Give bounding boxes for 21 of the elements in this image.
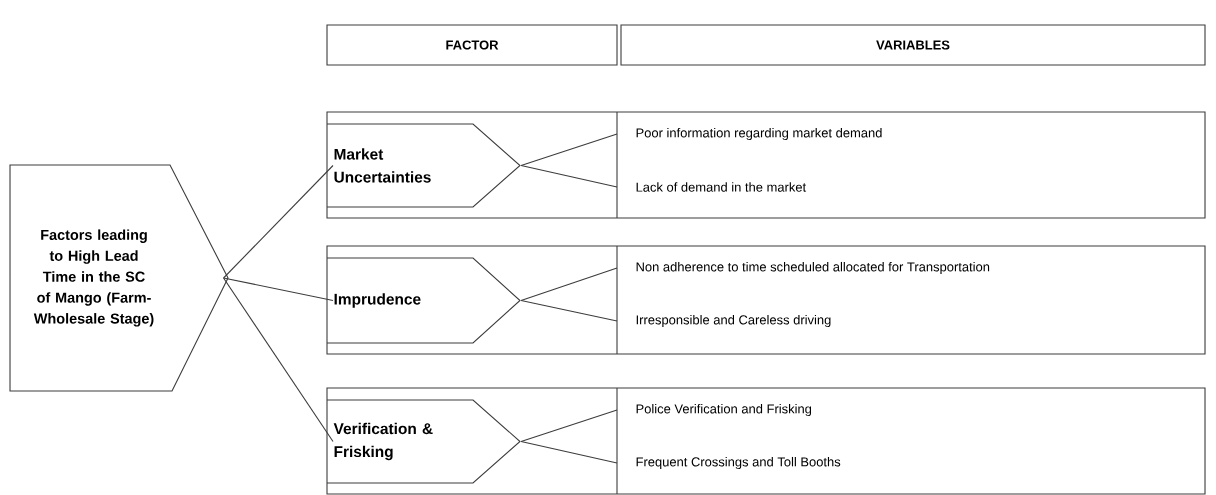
connector-line xyxy=(223,277,334,443)
row-box xyxy=(326,111,1206,219)
connector-line xyxy=(520,440,618,464)
variable-text: Irresponsible and Careless driving xyxy=(636,314,831,328)
variable-text: Frequent Crossings and Toll Booths xyxy=(636,456,841,470)
connector-line xyxy=(223,164,334,279)
variable-text: Non adherence to time scheduled allocated for Transportation xyxy=(636,261,990,275)
connector-line xyxy=(520,267,618,302)
connector-line xyxy=(520,133,618,167)
variable-text: Poor information regarding market demand xyxy=(636,127,882,141)
connector-line xyxy=(520,164,618,188)
connector-line xyxy=(223,277,334,302)
header-cell: VARIABLES xyxy=(620,24,1206,66)
pentagon-box: Factors leading to High Lead Time in the SC of Mango (Farm-Wholesale Stage) xyxy=(9,164,229,392)
variable-text: Lack of demand in the market xyxy=(636,182,807,192)
row-box xyxy=(326,387,1206,495)
connector-line xyxy=(520,409,618,443)
header-cell: FACTOR xyxy=(326,24,618,66)
variable-text: Police Verification and Frisking xyxy=(636,403,812,417)
row-box xyxy=(326,245,1206,355)
connector-line xyxy=(520,299,618,322)
